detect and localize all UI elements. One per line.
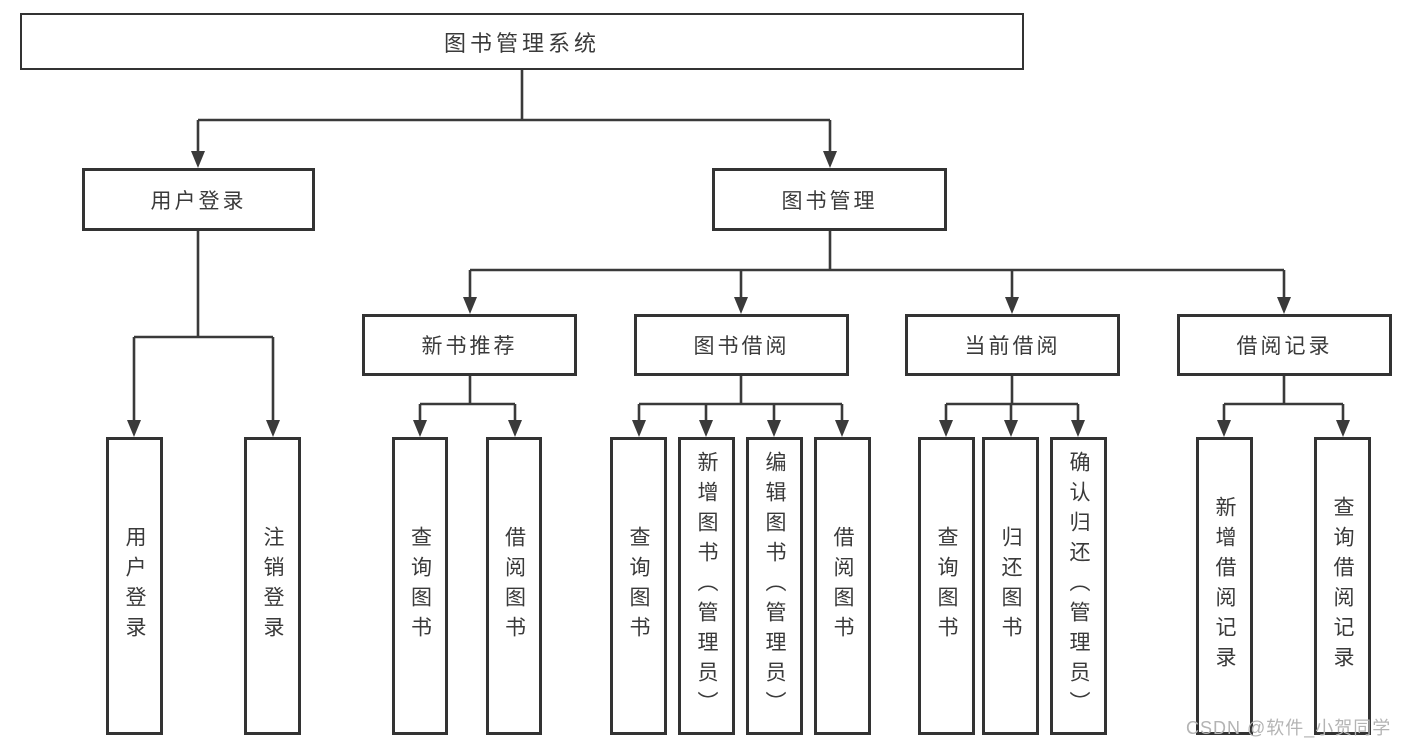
leaf-query-books-current-label: 查询图书 xyxy=(935,526,958,646)
node-book-borrowing: 图书借阅 xyxy=(634,314,849,376)
node-new-book-recommendation: 新书推荐 xyxy=(362,314,577,376)
node-borrowing-records: 借阅记录 xyxy=(1177,314,1392,376)
node-current-borrowing: 当前借阅 xyxy=(905,314,1120,376)
leaf-query-books-recommend: 查询图书 xyxy=(392,437,448,735)
leaf-add-borrow-record: 新增借阅记录 xyxy=(1196,437,1253,735)
leaf-logout: 注销登录 xyxy=(244,437,301,735)
leaf-confirm-return-admin: 确认归还（管理员） xyxy=(1050,437,1107,735)
book-borrowing-label: 图书借阅 xyxy=(693,335,790,358)
user-login-branch-label: 用户登录 xyxy=(150,189,247,213)
leaf-borrow-books-recommend-label: 借阅图书 xyxy=(502,526,526,646)
leaf-query-borrow-record-label: 查询借阅记录 xyxy=(1331,496,1354,676)
leaf-add-books-admin: 新增图书（管理员） xyxy=(678,437,735,735)
new-book-recommendation-label: 新书推荐 xyxy=(421,335,518,358)
csdn-watermark: CSDN @软件_小贺同学 xyxy=(1186,718,1392,738)
leaf-user-login-label: 用户登录 xyxy=(123,526,146,646)
leaf-user-login: 用户登录 xyxy=(106,437,163,735)
node-user-login-branch: 用户登录 xyxy=(82,168,315,231)
node-book-management-branch: 图书管理 xyxy=(712,168,947,231)
leaf-add-books-admin-label: 新增图书（管理员） xyxy=(695,451,718,721)
leaf-return-books: 归还图书 xyxy=(982,437,1039,735)
book-management-branch-label: 图书管理 xyxy=(781,189,878,213)
leaf-query-books-borrowing-label: 查询图书 xyxy=(627,526,650,646)
leaf-logout-label: 注销登录 xyxy=(261,526,284,646)
leaf-edit-books-admin: 编辑图书（管理员） xyxy=(746,437,803,735)
leaf-borrow-books-borrowing: 借阅图书 xyxy=(814,437,871,735)
leaf-query-borrow-record: 查询借阅记录 xyxy=(1314,437,1371,735)
leaf-edit-books-admin-label: 编辑图书（管理员） xyxy=(763,451,786,721)
leaf-query-books-current: 查询图书 xyxy=(918,437,975,735)
borrowing-records-label: 借阅记录 xyxy=(1236,335,1333,358)
leaf-query-books-recommend-label: 查询图书 xyxy=(408,526,432,646)
leaf-borrow-books-borrowing-label: 借阅图书 xyxy=(831,526,854,646)
connector-stems xyxy=(132,70,1345,423)
leaf-borrow-books-recommend: 借阅图书 xyxy=(486,437,542,735)
leaf-add-borrow-record-label: 新增借阅记录 xyxy=(1213,496,1236,676)
root-label: 图书管理系统 xyxy=(443,30,600,56)
leaf-return-books-label: 归还图书 xyxy=(999,526,1022,646)
leaf-query-books-borrowing: 查询图书 xyxy=(610,437,667,735)
node-library-management-system: 图书管理系统 xyxy=(20,13,1024,70)
current-borrowing-label: 当前借阅 xyxy=(964,335,1061,358)
leaf-confirm-return-admin-label: 确认归还（管理员） xyxy=(1067,451,1090,721)
